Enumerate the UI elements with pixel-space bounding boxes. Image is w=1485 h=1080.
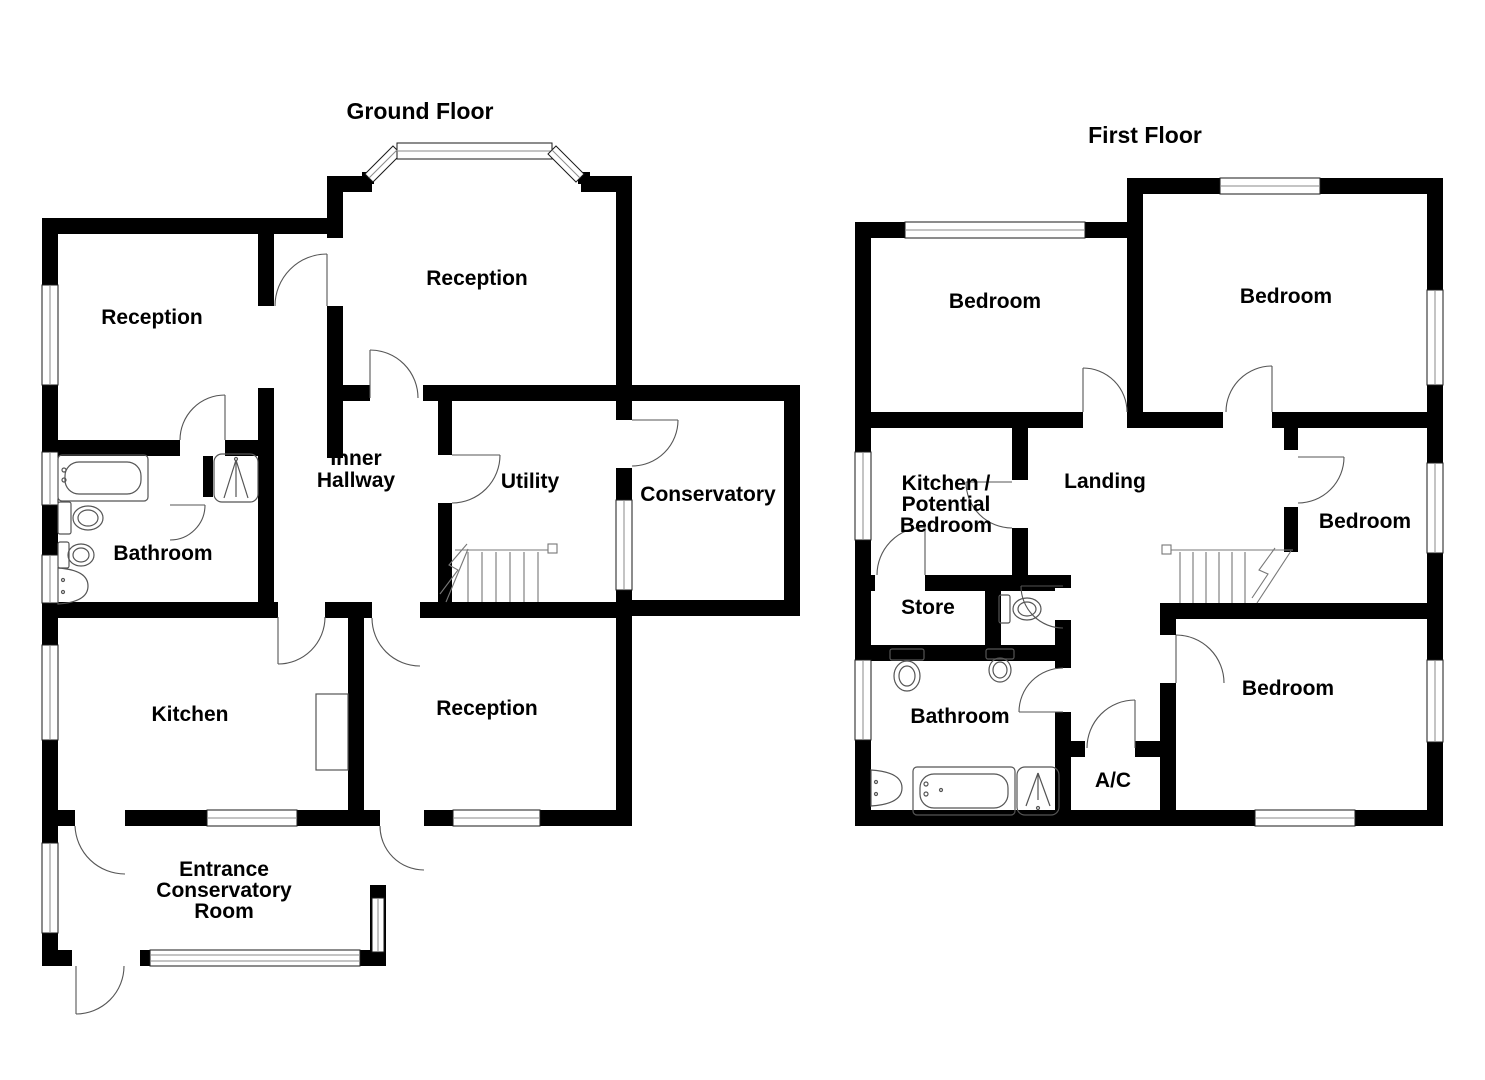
sink-icon <box>57 567 89 605</box>
room-label-kitchen-potential-3: Bedroom <box>900 514 992 537</box>
ground-floor-plan: Ground Floor <box>41 98 800 1015</box>
room-label-ac: A/C <box>1095 769 1131 792</box>
ground-floor-walls <box>42 172 800 966</box>
first-floor-windows <box>854 177 1444 827</box>
kitchen-counter <box>315 693 349 771</box>
sink-icon <box>870 769 903 807</box>
staircase-ground <box>439 543 558 603</box>
first-floor-door-openings <box>875 412 1298 757</box>
room-label-bathroom-first: Bathroom <box>910 705 1009 728</box>
first-floor-fixtures <box>870 594 1060 816</box>
staircase-first <box>1161 544 1293 604</box>
ground-floor-labels: Reception Reception Inner Hallway Utilit… <box>101 267 776 923</box>
room-label-bedroom-middle-right: Bedroom <box>1319 510 1411 533</box>
room-label-kitchen: Kitchen <box>151 703 228 726</box>
room-label-utility: Utility <box>501 470 560 493</box>
room-label-inner-hallway-2: Hallway <box>317 469 396 492</box>
room-label-kitchen-potential-1: Kitchen / <box>902 472 991 495</box>
first-floor-labels: Bedroom Bedroom Kitchen / Potential Bedr… <box>900 285 1411 792</box>
bidet-icon <box>57 541 95 569</box>
room-label-bedroom-top-left: Bedroom <box>949 290 1041 313</box>
bidet-icon <box>985 648 1015 683</box>
room-label-kitchen-potential-2: Potential <box>902 493 991 516</box>
toilet-icon <box>889 648 925 692</box>
ground-bathroom-fixtures <box>57 453 349 771</box>
room-label-reception-left: Reception <box>101 306 203 329</box>
room-label-landing: Landing <box>1064 470 1146 493</box>
room-label-bedroom-top-right: Bedroom <box>1240 285 1332 308</box>
room-label-conservatory: Conservatory <box>640 483 776 506</box>
ground-floor-title: Ground Floor <box>347 98 494 124</box>
room-label-entrance-1: Entrance <box>179 858 269 881</box>
ground-floor-door-openings <box>72 238 632 966</box>
ground-floor-doors <box>74 253 679 1015</box>
bathtub-icon <box>912 766 1016 816</box>
room-label-entrance-3: Room <box>194 900 254 923</box>
first-floor-title: First Floor <box>1088 122 1202 148</box>
room-label-reception-bottom: Reception <box>436 697 538 720</box>
wc-toilet-icon <box>998 594 1042 624</box>
shower-icon <box>1016 766 1060 816</box>
room-label-reception-top: Reception <box>426 267 528 290</box>
room-label-store: Store <box>901 596 955 619</box>
shower-icon <box>213 453 259 503</box>
ground-floor-windows <box>41 142 633 967</box>
toilet-icon <box>57 501 104 535</box>
room-label-inner-hallway-1: Inner <box>330 447 381 470</box>
first-floor-plan: First Floor <box>854 122 1444 827</box>
room-label-bathroom-ground: Bathroom <box>113 542 212 565</box>
bay-window <box>364 142 585 183</box>
bathtub-icon <box>57 454 149 502</box>
first-floor-doors <box>876 365 1345 749</box>
room-label-entrance-2: Conservatory <box>156 879 292 902</box>
room-label-bedroom-bottom: Bedroom <box>1242 677 1334 700</box>
